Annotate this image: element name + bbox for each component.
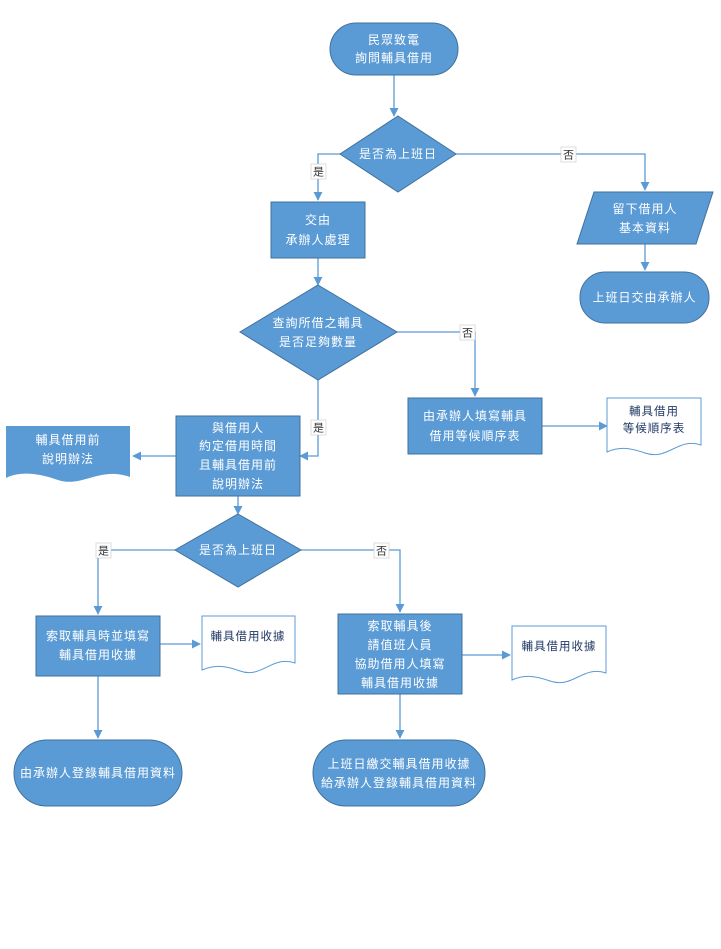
duty-fill-line-2: 請值班人員 [367, 637, 432, 652]
document-receipt-2: 輔具借用收據 [511, 625, 607, 684]
terminator-register: 由承辦人登錄輔具借用資料 [13, 739, 183, 807]
pickup-fill-line-2: 輔具借用收據 [59, 648, 137, 662]
process-duty-fill: 索取輔具後 請值班人員 協助借用人填寫 輔具借用收據 [337, 613, 463, 695]
waitlist-doc-line-1: 輔具借用 [629, 404, 679, 418]
decision-workday-2-text: 是否為上班日 [199, 543, 277, 557]
label-yes-2-text: 是 [313, 422, 324, 435]
arrange-time-line-4: 說明辦法 [212, 476, 264, 491]
label-no-3: 否 [373, 542, 390, 559]
edge-decision1-yes [313, 153, 341, 201]
label-no-3-text: 否 [376, 545, 387, 558]
explain-doc-line-1: 輔具借用前 [35, 432, 100, 447]
label-no-2: 否 [459, 324, 476, 341]
leave-info-line-2: 基本資料 [619, 221, 671, 235]
duty-fill-line-4: 輔具借用收據 [361, 676, 439, 690]
receipt-doc-1-text: 輔具借用收據 [211, 629, 286, 643]
arrange-time-line-2: 約定借用時間 [199, 438, 277, 453]
decision-workday-1: 是否為上班日 [339, 115, 457, 193]
label-yes-2: 是 [310, 419, 327, 436]
process-arrange-time: 與借用人 約定借用時間 且輔具借用前 說明辦法 [175, 415, 301, 497]
label-no-1: 否 [560, 146, 577, 163]
label-yes-1: 是 [310, 163, 327, 180]
waitlist-doc-line-2: 等候順序表 [623, 421, 686, 435]
decision-stock-check: 查詢所借之輔具 是否足夠數量 [239, 284, 398, 381]
start-line-1: 民眾致電 [368, 33, 420, 47]
duty-fill-line-3: 協助借用人填寫 [354, 656, 445, 671]
receipt-doc-2-text: 輔具借用收據 [522, 639, 597, 653]
edge-stock-no [396, 331, 480, 397]
handoff-handler-line-1: 交由 [305, 212, 331, 227]
stock-check-line-2: 是否足夠數量 [279, 335, 357, 349]
document-waitlist: 輔具借用 等候順序表 [606, 397, 702, 456]
edge-decision2-yes [93, 549, 176, 615]
arrange-time-line-3: 且輔具借用前 [199, 457, 277, 472]
stock-check-line-1: 查詢所借之輔具 [272, 315, 363, 330]
register-end-text: 由承辦人登錄輔具借用資料 [20, 765, 176, 780]
decision-workday-1-text: 是否為上班日 [359, 147, 437, 161]
process-handoff-handler: 交由 承辦人處理 [270, 201, 366, 259]
duty-fill-line-1: 索取輔具後 [367, 619, 432, 633]
submit-end-line-1: 上班日繳交輔具借用收據 [327, 756, 470, 771]
label-no-1-text: 否 [563, 149, 574, 162]
explain-doc-line-2: 說明辦法 [42, 451, 94, 466]
label-yes-1-text: 是 [313, 166, 324, 179]
arrange-time-line-1: 與借用人 [212, 421, 264, 435]
start-line-2: 詢問輔具借用 [355, 50, 433, 65]
pickup-fill-line-1: 索取輔具時並填寫 [46, 628, 150, 643]
label-yes-3: 是 [95, 542, 112, 559]
leave-info-line-1: 留下借用人 [612, 202, 677, 216]
edge-decision1-no [455, 153, 650, 191]
handoff-handler-line-2: 承辦人處理 [285, 233, 350, 247]
branch-labels: 是 否 否 是 是 否 [95, 146, 577, 559]
data-leave-info: 留下借用人 基本資料 [576, 191, 714, 245]
edge-decision2-no [300, 549, 405, 613]
submit-end-line-2: 給承辦人登錄輔具借用資料 [321, 775, 477, 790]
process-pickup-fill: 索取輔具時並填寫 輔具借用收據 [35, 615, 161, 677]
fill-waitlist-line-1: 由承辦人填寫輔具 [423, 408, 527, 423]
decision-workday-2: 是否為上班日 [174, 513, 302, 588]
document-receipt-1: 輔具借用收據 [201, 615, 296, 674]
document-explanation: 輔具借用前 說明辦法 [6, 426, 130, 482]
next-day-handoff-text: 上班日交由承辦人 [592, 290, 696, 305]
fill-waitlist-line-2: 借用等候順序表 [429, 428, 520, 443]
start-terminator: 民眾致電 詢問輔具借用 [329, 22, 459, 76]
process-fill-waitlist: 由承辦人填寫輔具 借用等候順序表 [407, 397, 543, 455]
label-yes-3-text: 是 [98, 545, 109, 558]
terminator-submit: 上班日繳交輔具借用收據 給承辦人登錄輔具借用資料 [312, 739, 486, 807]
edge-stock-yes [299, 380, 319, 461]
terminator-next-day-handoff: 上班日交由承辦人 [579, 271, 710, 324]
label-no-2-text: 否 [462, 327, 473, 340]
